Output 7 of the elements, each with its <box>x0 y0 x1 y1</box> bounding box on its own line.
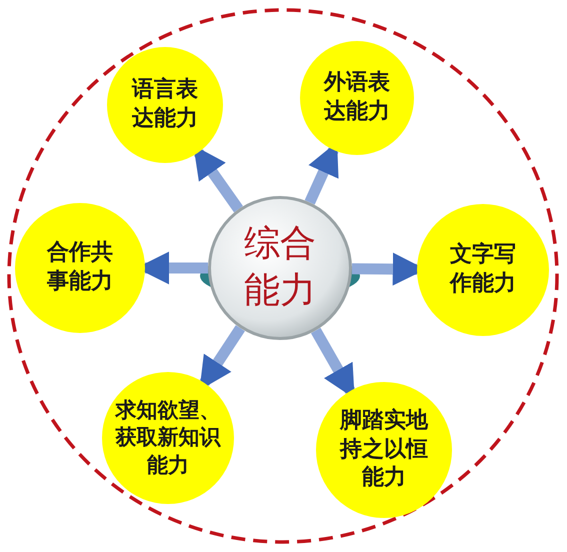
ability-circle: 脚踏实地持之以恒能力 <box>316 382 452 518</box>
ability-circle: 求知欲望、获取新知识能力 <box>102 372 234 504</box>
central-sphere: 综合能力 <box>208 196 352 340</box>
ability-circle: 文字写作能力 <box>417 204 549 336</box>
ability-circle: 合作共事能力 <box>15 203 145 333</box>
ability-circle: 语言表达能力 <box>107 47 223 163</box>
ability-circle: 外语表达能力 <box>300 41 414 155</box>
